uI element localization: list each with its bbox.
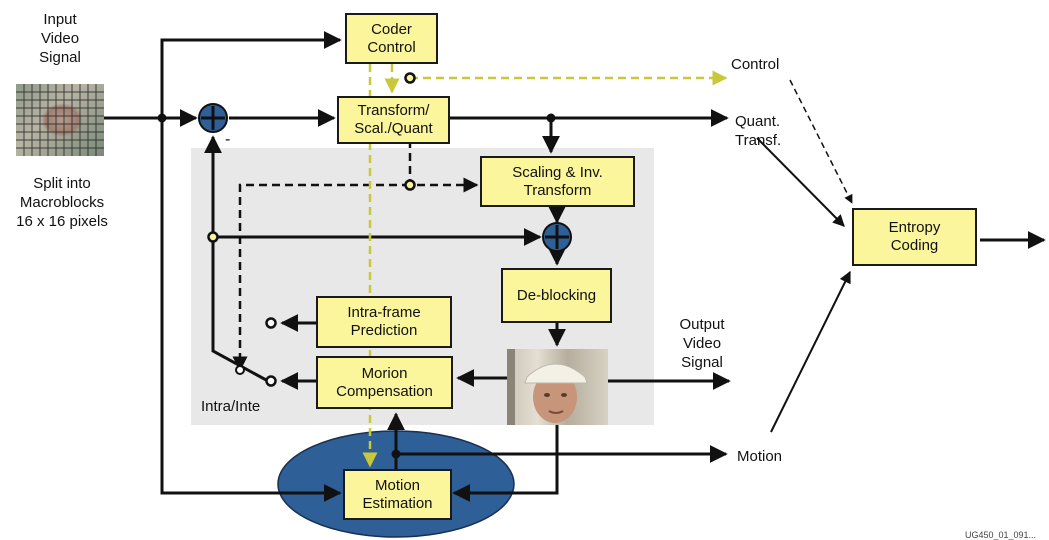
estimation-line2: Estimation — [362, 494, 433, 512]
input-line1: Input — [43, 11, 77, 28]
compensation-line2: Compensation — [336, 382, 433, 400]
split-line3: 16 x 16 pixels — [16, 213, 108, 230]
figure-id-label: UG450_01_091... — [965, 530, 1037, 540]
junction-motion — [391, 449, 401, 459]
entropy-line1: Entropy — [888, 219, 941, 236]
quant-transf-label: Quant. Transf. — [735, 112, 781, 150]
entropy-coding-block: Entropy Coding — [852, 208, 977, 266]
input-video-signal-label: Input Video Signal — [16, 10, 104, 67]
entropy-line2: Coding — [890, 237, 939, 254]
minus-sign: - — [225, 131, 231, 148]
junction-feedback — [207, 231, 219, 243]
sum-node-1 — [198, 103, 228, 133]
scaling-line1: Scaling & Inv. — [512, 163, 603, 181]
transform-quant-block: Transform/ Scal./Quant — [337, 96, 450, 144]
intra-frame-prediction-block: Intra-frame Prediction — [316, 296, 452, 348]
input-frame-icon — [16, 84, 104, 156]
bus-to-motion-estimation — [160, 118, 342, 502]
coder-control-block: Coder Control — [345, 13, 438, 64]
junction-quant-dashed — [404, 179, 416, 191]
coder-control-line2: Control — [367, 38, 416, 56]
output-line2: Video — [682, 335, 722, 352]
scaling-inv-transform-block: Scaling & Inv. Transform — [480, 156, 635, 207]
compensation-line1: Morion — [361, 364, 408, 382]
transform-line2: Scal./Quant — [354, 120, 433, 137]
quant-to-entropy — [756, 137, 845, 227]
switch-terminal-inter — [265, 375, 277, 387]
split-line2: Macroblocks — [19, 194, 105, 211]
quant-line1: Quant. — [735, 113, 781, 130]
switch-terminal-intra — [265, 317, 277, 329]
switch-pivot — [235, 365, 245, 375]
junction-control — [404, 72, 416, 84]
coder-control-line1: Coder — [371, 20, 412, 38]
motion-estimation-block: Motion Estimation — [343, 469, 452, 520]
input-line3: Signal — [39, 49, 81, 66]
signal-paths — [104, 31, 1046, 502]
input-line2: Video — [40, 30, 80, 47]
output-line3: Signal — [681, 354, 723, 371]
sum-node-2 — [542, 222, 572, 252]
scaling-line2: Transform — [523, 181, 592, 199]
control-label: Control — [731, 56, 780, 73]
motion-to-entropy — [770, 270, 851, 433]
dashed-to-switch — [232, 183, 410, 372]
junction-output — [546, 113, 556, 123]
output-line1: Output — [679, 316, 725, 333]
output-video-signal-label: Output Video Signal — [664, 315, 740, 372]
junction-input — [157, 113, 167, 123]
intra-line1: Intra-frame — [347, 304, 421, 321]
output-frame-icon — [507, 349, 608, 425]
intra-line2: Prediction — [350, 322, 418, 339]
intra-inte-label: Intra/Inte — [201, 398, 261, 415]
split-macroblocks-label: Split into Macroblocks 16 x 16 pixels — [2, 174, 122, 231]
quant-line2: Transf. — [735, 132, 782, 149]
motion-compensation-block: Morion Compensation — [316, 356, 453, 409]
switch-lever — [204, 135, 269, 383]
control-to-entropy — [789, 79, 853, 204]
deblocking-block: De-blocking — [501, 268, 612, 323]
deblocking-label: De-blocking — [516, 286, 597, 304]
motion-label: Motion — [737, 448, 783, 465]
split-line1: Split into — [33, 175, 91, 192]
estimation-line1: Motion — [374, 476, 421, 494]
frame-to-estimation — [452, 425, 559, 502]
transform-line1: Transform/ — [357, 102, 430, 119]
bus-to-coder-control — [160, 31, 342, 118]
